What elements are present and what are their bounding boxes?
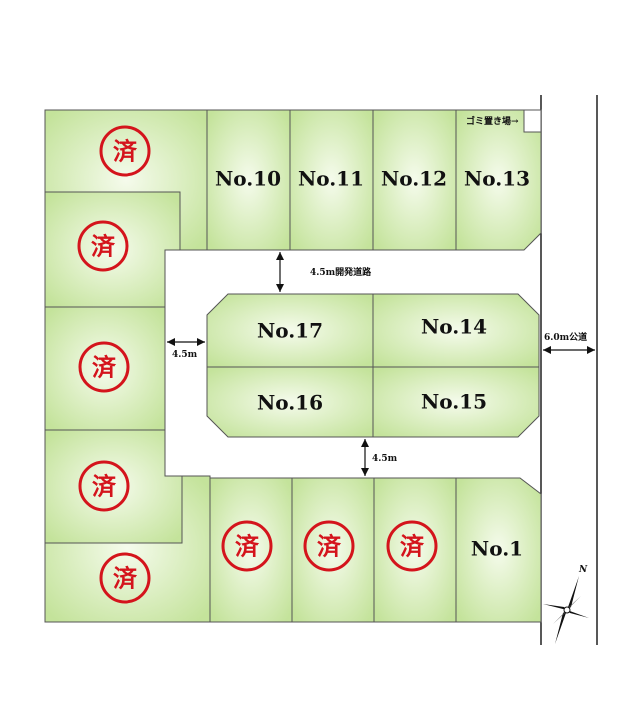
- sold-mark-text: 済: [400, 532, 425, 561]
- sold-mark-left-1: 済: [99, 125, 151, 177]
- public-road-dimension: [543, 346, 595, 354]
- lot-no14[interactable]: [372, 293, 540, 368]
- bottom-road-dimension: [361, 439, 369, 476]
- sold-mark-bottom-3: 済: [386, 520, 438, 572]
- lot-no15-label: No.15: [421, 390, 487, 414]
- compass-north-label: N: [578, 565, 588, 575]
- sold-mark-text: 済: [235, 532, 260, 561]
- left-road-dimension: [167, 338, 205, 346]
- sold-mark-bottom-2: 済: [303, 520, 355, 572]
- sold-mark-text: 済: [317, 532, 342, 561]
- public-road-label: 6.0m公道: [544, 331, 587, 343]
- lot-no15[interactable]: [372, 366, 540, 438]
- sold-mark-text: 済: [113, 137, 138, 166]
- lot-no11-label: No.11: [298, 167, 364, 191]
- compass-icon: [543, 576, 589, 644]
- lot-no17-label: No.17: [257, 319, 323, 343]
- lot-no14-label: No.14: [421, 315, 487, 339]
- lot-no12-label: No.12: [381, 167, 447, 191]
- lot-no13-label: No.13: [464, 167, 530, 191]
- sold-mark-left-4: 済: [78, 460, 130, 512]
- lot-no16-label: No.16: [257, 391, 323, 415]
- bottom-road-label: 4.5m: [372, 454, 398, 464]
- sold-mark-text: 済: [92, 353, 117, 382]
- sold-mark-text: 済: [113, 564, 138, 593]
- sold-mark-left-3: 済: [78, 341, 130, 393]
- sold-mark-text: 済: [92, 472, 117, 501]
- lot-no16[interactable]: [206, 366, 374, 438]
- sold-mark-bottom-1: 済: [221, 520, 273, 572]
- garbage-box: [523, 109, 542, 133]
- left-road-label: 4.5m: [172, 350, 198, 360]
- lot-no1[interactable]: [455, 477, 542, 623]
- sold-mark-left-5: 済: [99, 552, 151, 604]
- lot-no10-label: No.10: [215, 167, 281, 191]
- sold-mark-left-2: 済: [77, 220, 129, 272]
- dev-road-dimension: [276, 252, 284, 292]
- lot-no1-label: No.1: [471, 537, 523, 561]
- sold-mark-text: 済: [91, 232, 116, 261]
- lot-left-5[interactable]: [44, 475, 211, 623]
- garbage-area-label: ゴミ置き場→: [466, 115, 519, 127]
- dev-road-label: 4.5m開発道路: [310, 266, 372, 278]
